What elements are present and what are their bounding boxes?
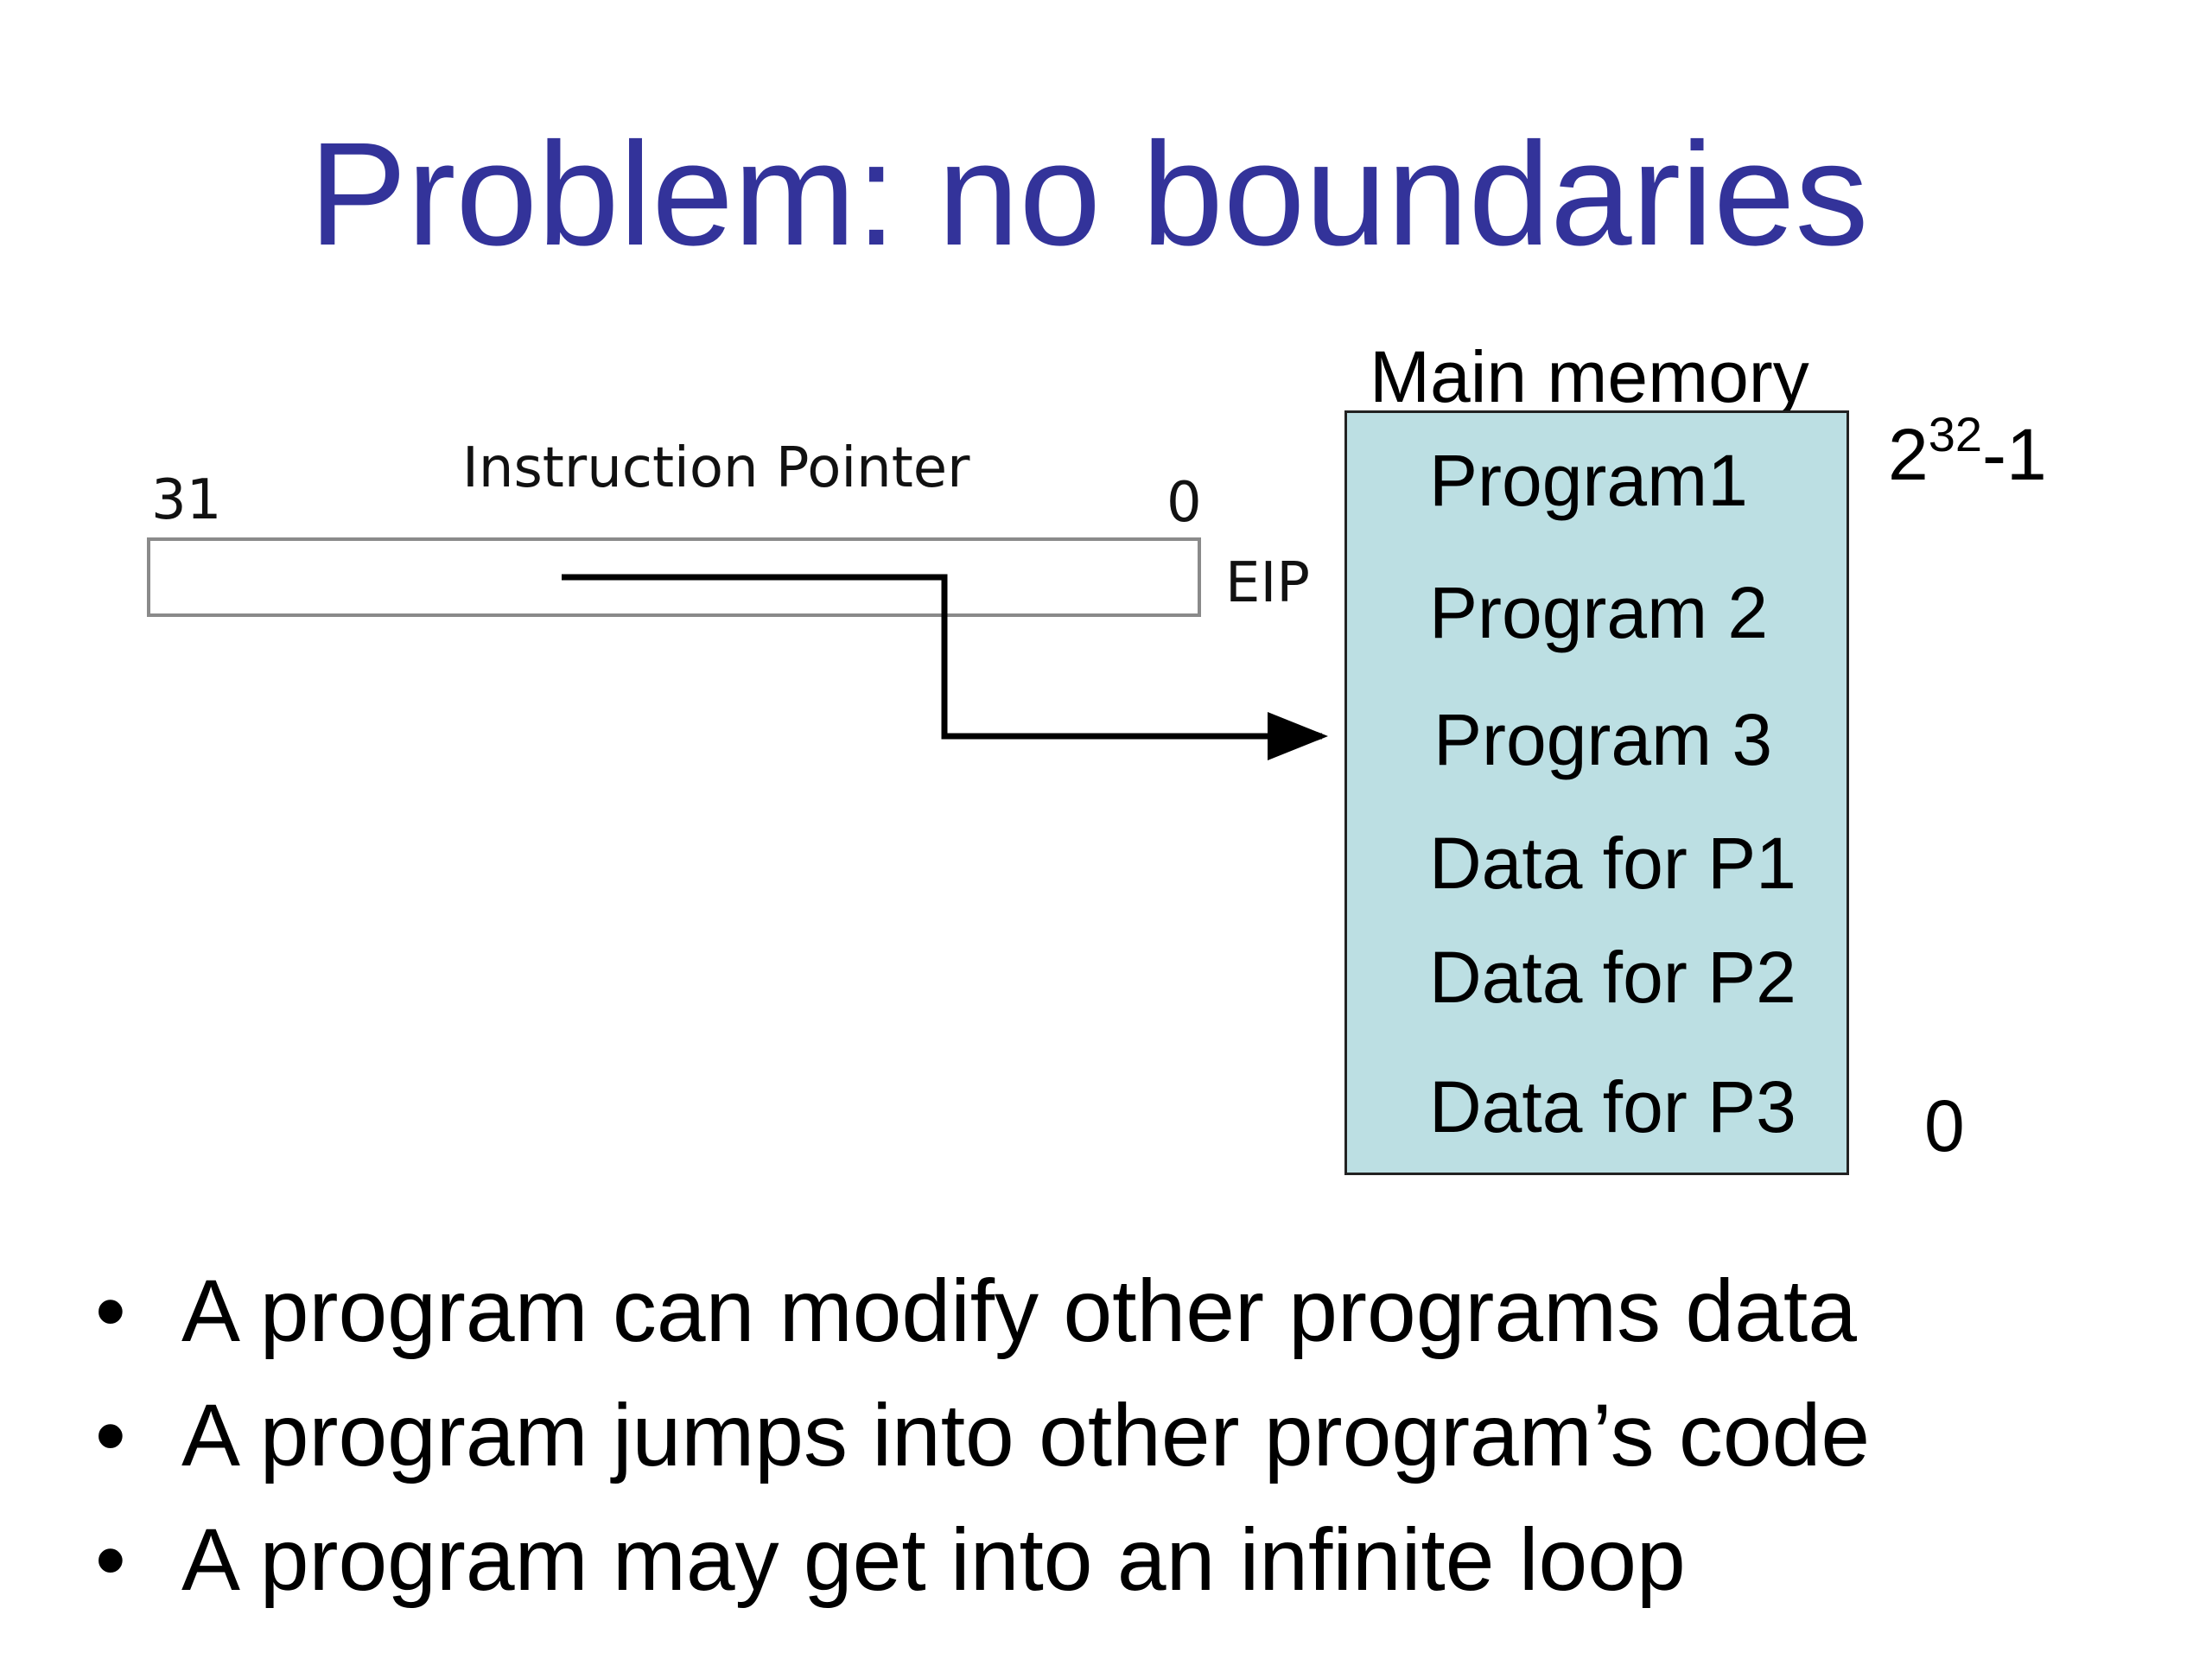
main-memory-box: Program1 Program 2 Program 3 Data for P1… — [1344, 410, 1849, 1175]
memory-item: Data for P2 — [1429, 937, 1796, 1018]
main-memory-title: Main memory — [1370, 336, 1809, 417]
address-low-label: 0 — [1924, 1085, 1965, 1166]
memory-item: Data for P3 — [1429, 1066, 1796, 1147]
memory-item: Data for P1 — [1429, 823, 1796, 904]
memory-item: Program 2 — [1429, 572, 1769, 653]
bullet-dot: • — [95, 1510, 126, 1609]
bullet-item: •A program jumps into other program’s co… — [95, 1373, 1870, 1497]
bullet-dot: • — [95, 1262, 126, 1360]
bullet-item: •A program may get into an infinite loop — [95, 1497, 1870, 1622]
bullet-dot: • — [95, 1386, 126, 1484]
address-high-label: 232-1 — [1888, 407, 2047, 495]
bit-0-label: 0 — [1166, 471, 1202, 535]
memory-item: Program1 — [1429, 440, 1748, 521]
eip-label: EIP — [1225, 551, 1310, 615]
bit-31-label: 31 — [151, 468, 222, 532]
bullet-item: •A program can modify other programs dat… — [95, 1249, 1870, 1373]
slide-title: Problem: no boundaries — [308, 112, 1869, 276]
memory-item: Program 3 — [1433, 699, 1773, 780]
pointer-arrow-line — [562, 574, 1328, 760]
bullet-list: •A program can modify other programs dat… — [95, 1249, 1870, 1622]
instruction-pointer-label: Instruction Pointer — [462, 436, 970, 500]
